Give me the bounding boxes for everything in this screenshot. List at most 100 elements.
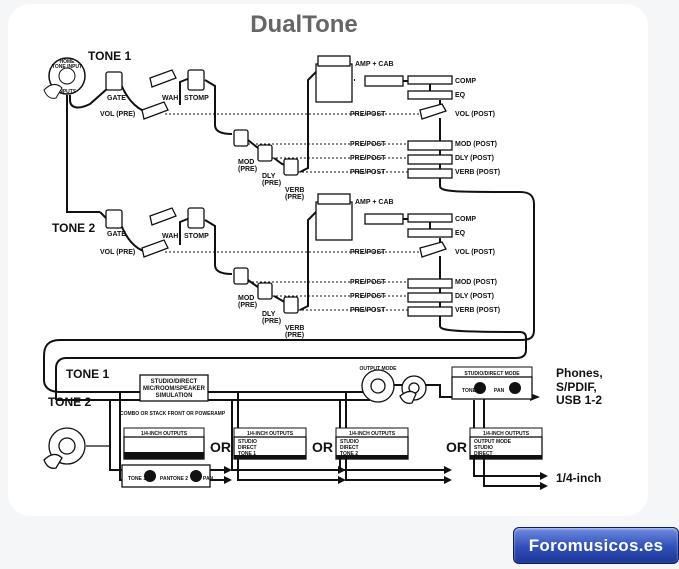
svg-text:STUDIO: STUDIO: [340, 439, 359, 445]
or-label: OR: [210, 439, 231, 455]
mod-post-strip: [407, 140, 453, 151]
pan-knob-row: TONE 1 PAN TONE 2 PAN: [121, 464, 214, 488]
svg-text:WAH: WAH: [162, 233, 178, 240]
amp-cab-icon: [315, 63, 353, 103]
svg-text:SIMULATION: SIMULATION: [156, 393, 193, 399]
output-block-3: 1/4-INCH OUTPUTS STUDIO DIRECT TONE 2: [335, 427, 409, 460]
svg-text:MOD (POST): MOD (POST): [455, 279, 497, 286]
svg-text:COMP: COMP: [455, 78, 476, 85]
svg-text:(PRE): (PRE): [238, 166, 257, 173]
svg-text:DIRECT: DIRECT: [340, 445, 359, 451]
svg-text:MIC/ROOM/SPEAKER: MIC/ROOM/SPEAKER: [143, 386, 206, 392]
svg-text:EQ: EQ: [455, 92, 466, 99]
svg-text:STUDIO: STUDIO: [238, 439, 257, 445]
hand-icon: [399, 390, 417, 404]
svg-text:(PRE): (PRE): [285, 194, 304, 201]
arrow-icon: [338, 466, 346, 474]
phones-label: Phones,: [556, 366, 603, 380]
hand-icon: [43, 84, 63, 99]
stomp-pedal-icon: [187, 207, 205, 229]
svg-text:PRE/POST: PRE/POST: [350, 141, 386, 148]
svg-text:GATE: GATE: [107, 231, 126, 238]
tone2-signal-lines: [55, 209, 527, 400]
svg-text:VERB (POST): VERB (POST): [455, 169, 500, 176]
svg-text:DLY (POST): DLY (POST): [455, 293, 494, 300]
split-line: [66, 95, 100, 213]
svg-text:(PRE): (PRE): [238, 302, 257, 309]
mod-post-strip: [407, 278, 453, 289]
svg-text:VOL (PRE): VOL (PRE): [100, 249, 135, 256]
studio-simulation-box: STUDIO/DIRECT MIC/ROOM/SPEAKER SIMULATIO…: [139, 374, 209, 402]
amp-cab-param-strip: [364, 75, 404, 87]
pan-knob-icon: [144, 470, 156, 482]
dly-post-strip: [407, 292, 453, 303]
svg-text:OUTPUT MODE: OUTPUT MODE: [474, 439, 512, 445]
output-block-2: 1/4-INCH OUTPUTS STUDIO DIRECT TONE 1: [233, 427, 307, 460]
svg-text:MOD: MOD: [238, 159, 254, 166]
svg-text:STUDIO/DIRECT: STUDIO/DIRECT: [151, 379, 198, 385]
svg-text:PRE/POST: PRE/POST: [350, 279, 386, 286]
svg-text:WAH: WAH: [162, 95, 178, 102]
svg-text:TONE 2: TONE 2: [340, 451, 358, 457]
svg-text:PAN: PAN: [203, 476, 214, 482]
svg-text:MOD: MOD: [238, 295, 254, 302]
svg-text:PAN: PAN: [494, 388, 505, 394]
arrow-icon: [444, 476, 452, 484]
svg-text:DIRECT: DIRECT: [474, 451, 493, 457]
arrow-icon: [224, 476, 232, 484]
svg-text:VOL (POST): VOL (POST): [455, 111, 495, 118]
arrow-icon: [224, 466, 232, 474]
svg-text:STUDIO/DIRECT MODE: STUDIO/DIRECT MODE: [464, 371, 520, 377]
eq-strip: [407, 90, 453, 100]
svg-text:DLY: DLY: [262, 311, 276, 318]
svg-text:STOMP: STOMP: [184, 95, 209, 102]
comp-strip: [407, 213, 453, 223]
input-knob: HOME TONE INPUT INPUTS: [43, 57, 86, 99]
gate-pedal-icon: [105, 209, 123, 229]
pan-knob-icon: [509, 382, 521, 394]
svg-text:(PRE): (PRE): [262, 318, 281, 325]
verb-pre-pedal-icon: [283, 158, 299, 176]
output-mode-knob: [361, 369, 427, 404]
output-block-1: COMBO OR STACK FRONT OR POWERAMP 1/4-INC…: [120, 411, 226, 460]
pan-knob-icon: [190, 470, 202, 482]
dly-pre-pedal-icon: [257, 144, 273, 162]
spdif-label: S/PDIF,: [556, 380, 597, 394]
svg-text:TONE 1: TONE 1: [238, 451, 256, 457]
svg-text:1/4-INCH OUTPUTS: 1/4-INCH OUTPUTS: [483, 431, 530, 437]
pan-knob-icon: [474, 382, 486, 394]
wah-pedal-icon: [149, 69, 177, 88]
svg-text:PAN: PAN: [160, 476, 171, 482]
svg-text:VERB (POST): VERB (POST): [455, 307, 500, 314]
svg-text:OUTPUT MODE: OUTPUT MODE: [360, 366, 398, 372]
svg-text:COMP: COMP: [455, 216, 476, 223]
foromusicos-badge[interactable]: Foromusicos.es: [513, 527, 679, 564]
dly-post-strip: [407, 154, 453, 165]
amp-cab-param-strip: [364, 213, 404, 225]
tone2-label: TONE 2: [52, 221, 95, 235]
svg-text:VERB: VERB: [285, 325, 304, 332]
svg-text:GATE: GATE: [107, 95, 126, 102]
arrow-icon: [338, 476, 346, 484]
verb-post-strip: [407, 168, 453, 179]
svg-text:PRE/POST: PRE/POST: [350, 249, 386, 256]
tone1-prepost-lines: [165, 113, 420, 173]
usb-label: USB 1-2: [556, 393, 602, 407]
svg-text:HOME: HOME: [60, 59, 76, 65]
tone2-mode-knob: [43, 427, 86, 469]
svg-text:INPUTS: INPUTS: [58, 89, 77, 95]
quarter-inch-label: 1/4-inch: [556, 471, 601, 485]
gate-pedal-icon: [105, 71, 123, 91]
arrow-icon: [540, 482, 548, 490]
or-label: OR: [312, 439, 333, 455]
svg-text:1/4-INCH OUTPUTS: 1/4-INCH OUTPUTS: [247, 431, 294, 437]
tone2-output-label: TONE 2: [48, 395, 91, 409]
dly-pre-pedal-icon: [257, 282, 273, 300]
svg-text:PRE/POST: PRE/POST: [350, 307, 386, 314]
wah-pedal-icon: [149, 207, 177, 226]
or-label: OR: [446, 439, 467, 455]
arrow-icon: [540, 472, 548, 480]
svg-text:TONE 1: TONE 1: [128, 476, 146, 482]
vol-post-pedal-icon: [419, 241, 447, 258]
